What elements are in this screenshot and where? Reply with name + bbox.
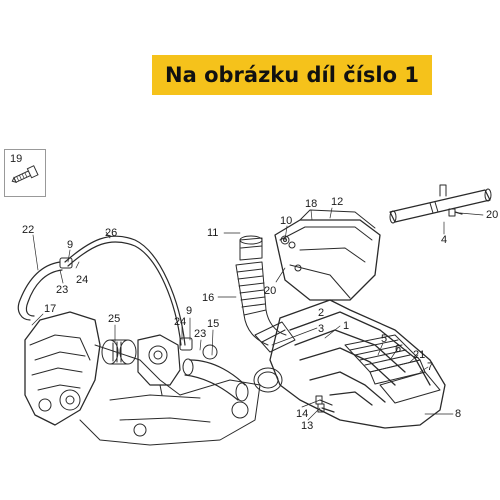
callout-21: 21 — [413, 349, 426, 361]
callout-4: 4 — [441, 234, 448, 246]
callout-1: 1 — [343, 320, 350, 332]
callout-26: 26 — [105, 227, 118, 239]
resonator-box — [274, 209, 381, 301]
callout-3: 3 — [318, 323, 325, 335]
callout-10: 10 — [280, 215, 293, 227]
callout-14: 14 — [296, 408, 309, 420]
callout-20: 20 — [486, 209, 499, 221]
callout-20: 20 — [264, 285, 277, 297]
callout-22: 22 — [22, 224, 35, 236]
callout-5: 5 — [381, 333, 388, 345]
callout-16: 16 — [202, 292, 215, 304]
carburetor — [137, 334, 181, 396]
callout-9: 9 — [67, 239, 74, 251]
filter-element — [344, 334, 441, 404]
legend-number: 19 — [10, 153, 23, 165]
callout-15: 15 — [207, 318, 220, 330]
callout-23: 23 — [56, 284, 69, 296]
callout-25: 25 — [108, 313, 121, 325]
callout-9: 9 — [186, 305, 193, 317]
part-number-banner: Na obrázku díl číslo 1 — [152, 55, 432, 95]
callout-18: 18 — [305, 198, 318, 210]
legend-box: 19 — [4, 149, 46, 197]
callout-24: 24 — [76, 274, 89, 286]
clamp — [253, 321, 296, 393]
callout-12: 12 — [331, 196, 344, 208]
callout-17: 17 — [44, 303, 57, 315]
callout-8: 8 — [455, 408, 462, 420]
callout-23: 23 — [194, 328, 207, 340]
banner-text: Na obrázku díl číslo 1 — [165, 63, 419, 87]
intake-manifold — [101, 339, 137, 365]
callout-7: 7 — [427, 361, 434, 373]
callout-2: 2 — [318, 307, 325, 319]
intake-pipe — [389, 184, 492, 224]
callout-24: 24 — [174, 316, 187, 328]
callout-11: 11 — [207, 227, 219, 239]
screw-icon — [11, 165, 39, 184]
callout-13: 13 — [301, 420, 314, 432]
air-filter-housing — [269, 299, 446, 429]
callout-6: 6 — [395, 343, 402, 355]
